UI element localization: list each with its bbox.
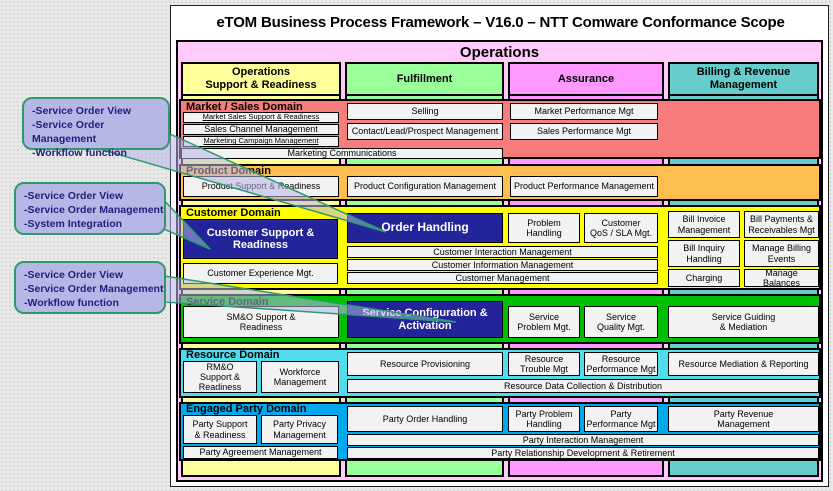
process-customer-experience-mgt: Customer Experience Mgt. bbox=[183, 263, 338, 284]
callout-line: -Service Order View bbox=[24, 190, 124, 202]
process-party-order-handling: Party Order Handling bbox=[347, 406, 503, 432]
engaged-party-domain-label: Engaged Party Domain bbox=[186, 403, 307, 415]
process-party-relationship-development-retirement: Party Relationship Development & Retirem… bbox=[347, 447, 819, 459]
process-party-revenue-management: Party Revenue Management bbox=[668, 406, 819, 432]
process-service-configuration-activation: Service Configuration & Activation bbox=[347, 301, 503, 338]
process-product-support-readiness: Product Support & Readiness bbox=[183, 176, 339, 197]
process-workforce-management: Workforce Management bbox=[261, 361, 339, 393]
process-contact-lead-prospect-management: Contact/Lead/Prospect Management bbox=[347, 123, 503, 140]
page-title: eTOM Business Process Framework – V16.0 … bbox=[216, 14, 785, 31]
resource-domain-label: Resource Domain bbox=[186, 349, 280, 361]
callout-customer-support: -Service Order View -Service Order Manag… bbox=[14, 182, 166, 235]
process-resource-trouble-mgt: Resource Trouble Mgt bbox=[508, 352, 580, 376]
process-customer-qos-sla-mgt: Customer QoS / SLA Mgt. bbox=[584, 213, 658, 243]
process-smo-support-readiness: SM&O Support & Readiness bbox=[183, 306, 339, 338]
process-resource-data-collection-distribution: Resource Data Collection & Distribution bbox=[347, 379, 819, 393]
process-resource-performance-mgt: Resource Performance Mgt bbox=[584, 352, 658, 376]
market-sales-domain-label: Market / Sales Domain bbox=[186, 101, 303, 113]
process-service-quality-mgt: Service Quality Mgt. bbox=[584, 306, 658, 338]
callout-line: -Workflow function bbox=[24, 297, 119, 309]
process-bill-inquiry-handling: Bill Inquiry Handling bbox=[668, 240, 740, 267]
process-product-performance-management: Product Performance Management bbox=[510, 176, 658, 197]
process-marketing-communications: Marketing Communications bbox=[181, 148, 503, 159]
process-bill-invoice-management: Bill Invoice Management bbox=[668, 211, 740, 238]
process-party-support-readiness: Party Support & Readiness bbox=[183, 415, 257, 444]
process-customer-management: Customer Management bbox=[347, 272, 658, 284]
process-product-configuration-management: Product Configuration Management bbox=[347, 176, 503, 197]
process-service-guiding-mediation: Service Guiding & Mediation bbox=[668, 306, 819, 338]
process-rmo-support-readiness: RM&O Support & Readiness bbox=[183, 361, 257, 393]
process-party-privacy-management: Party Privacy Management bbox=[261, 415, 338, 444]
callout-order-handling: -Service Order View -Service Order Manag… bbox=[22, 97, 170, 159]
process-resource-provisioning: Resource Provisioning bbox=[347, 352, 503, 376]
process-customer-information-management: Customer Information Management bbox=[347, 259, 658, 271]
callout-line: -Service Order Management bbox=[32, 119, 105, 145]
process-sales-channel-management: Sales Channel Management bbox=[183, 124, 339, 135]
column-header-fulfillment: Fulfillment bbox=[345, 62, 504, 96]
callout-line: -Service Order Management bbox=[24, 204, 164, 216]
process-party-performance-mgt: Party Performance Mgt bbox=[584, 406, 658, 432]
operations-band-label: Operations bbox=[459, 44, 540, 61]
process-sales-performance-mgt: Sales Performance Mgt bbox=[510, 123, 658, 140]
process-bill-payments-receivables-mgt: Bill Payments & Receivables Mgt bbox=[744, 211, 819, 238]
process-service-problem-mgt: Service Problem Mgt. bbox=[508, 306, 580, 338]
customer-domain-label: Customer Domain bbox=[186, 207, 281, 219]
callout-service-configuration: -Service Order View -Service Order Manag… bbox=[14, 261, 166, 314]
process-problem-handling: Problem Handling bbox=[508, 213, 580, 243]
process-manage-billing-events: Manage Billing Events bbox=[744, 240, 819, 267]
process-selling: Selling bbox=[347, 103, 503, 120]
callout-line: -Service Order View bbox=[32, 105, 132, 117]
process-market-sales-support-readiness: Market Sales Support & Readiness bbox=[183, 112, 339, 123]
callout-line: -Service Order View bbox=[24, 269, 124, 281]
process-resource-mediation-reporting: Resource Mediation & Reporting bbox=[668, 352, 819, 376]
process-customer-support-readiness: Customer Support & Readiness bbox=[183, 219, 338, 259]
process-order-handling: Order Handling bbox=[347, 213, 503, 243]
column-header-osr: Operations Support & Readiness bbox=[181, 62, 341, 96]
callout-line: -Workflow function bbox=[32, 147, 127, 159]
process-party-problem-handling: Party Problem Handling bbox=[508, 406, 580, 432]
process-marketing-campaign-management: Marketing Campaign Management bbox=[183, 136, 339, 147]
callout-line: -System Integration bbox=[24, 218, 123, 230]
callout-line: -Service Order Management bbox=[24, 283, 164, 295]
process-market-performance-mgt: Market Performance Mgt bbox=[510, 103, 658, 120]
process-party-agreement-management: Party Agreement Management bbox=[183, 446, 338, 459]
column-header-billing: Billing & Revenue Management bbox=[668, 62, 819, 96]
process-charging: Charging bbox=[668, 269, 740, 287]
column-header-assurance: Assurance bbox=[508, 62, 664, 96]
process-manage-balances: Manage Balances bbox=[744, 268, 819, 288]
process-customer-interaction-management: Customer Interaction Management bbox=[347, 246, 658, 258]
process-party-interaction-management: Party Interaction Management bbox=[347, 434, 819, 446]
